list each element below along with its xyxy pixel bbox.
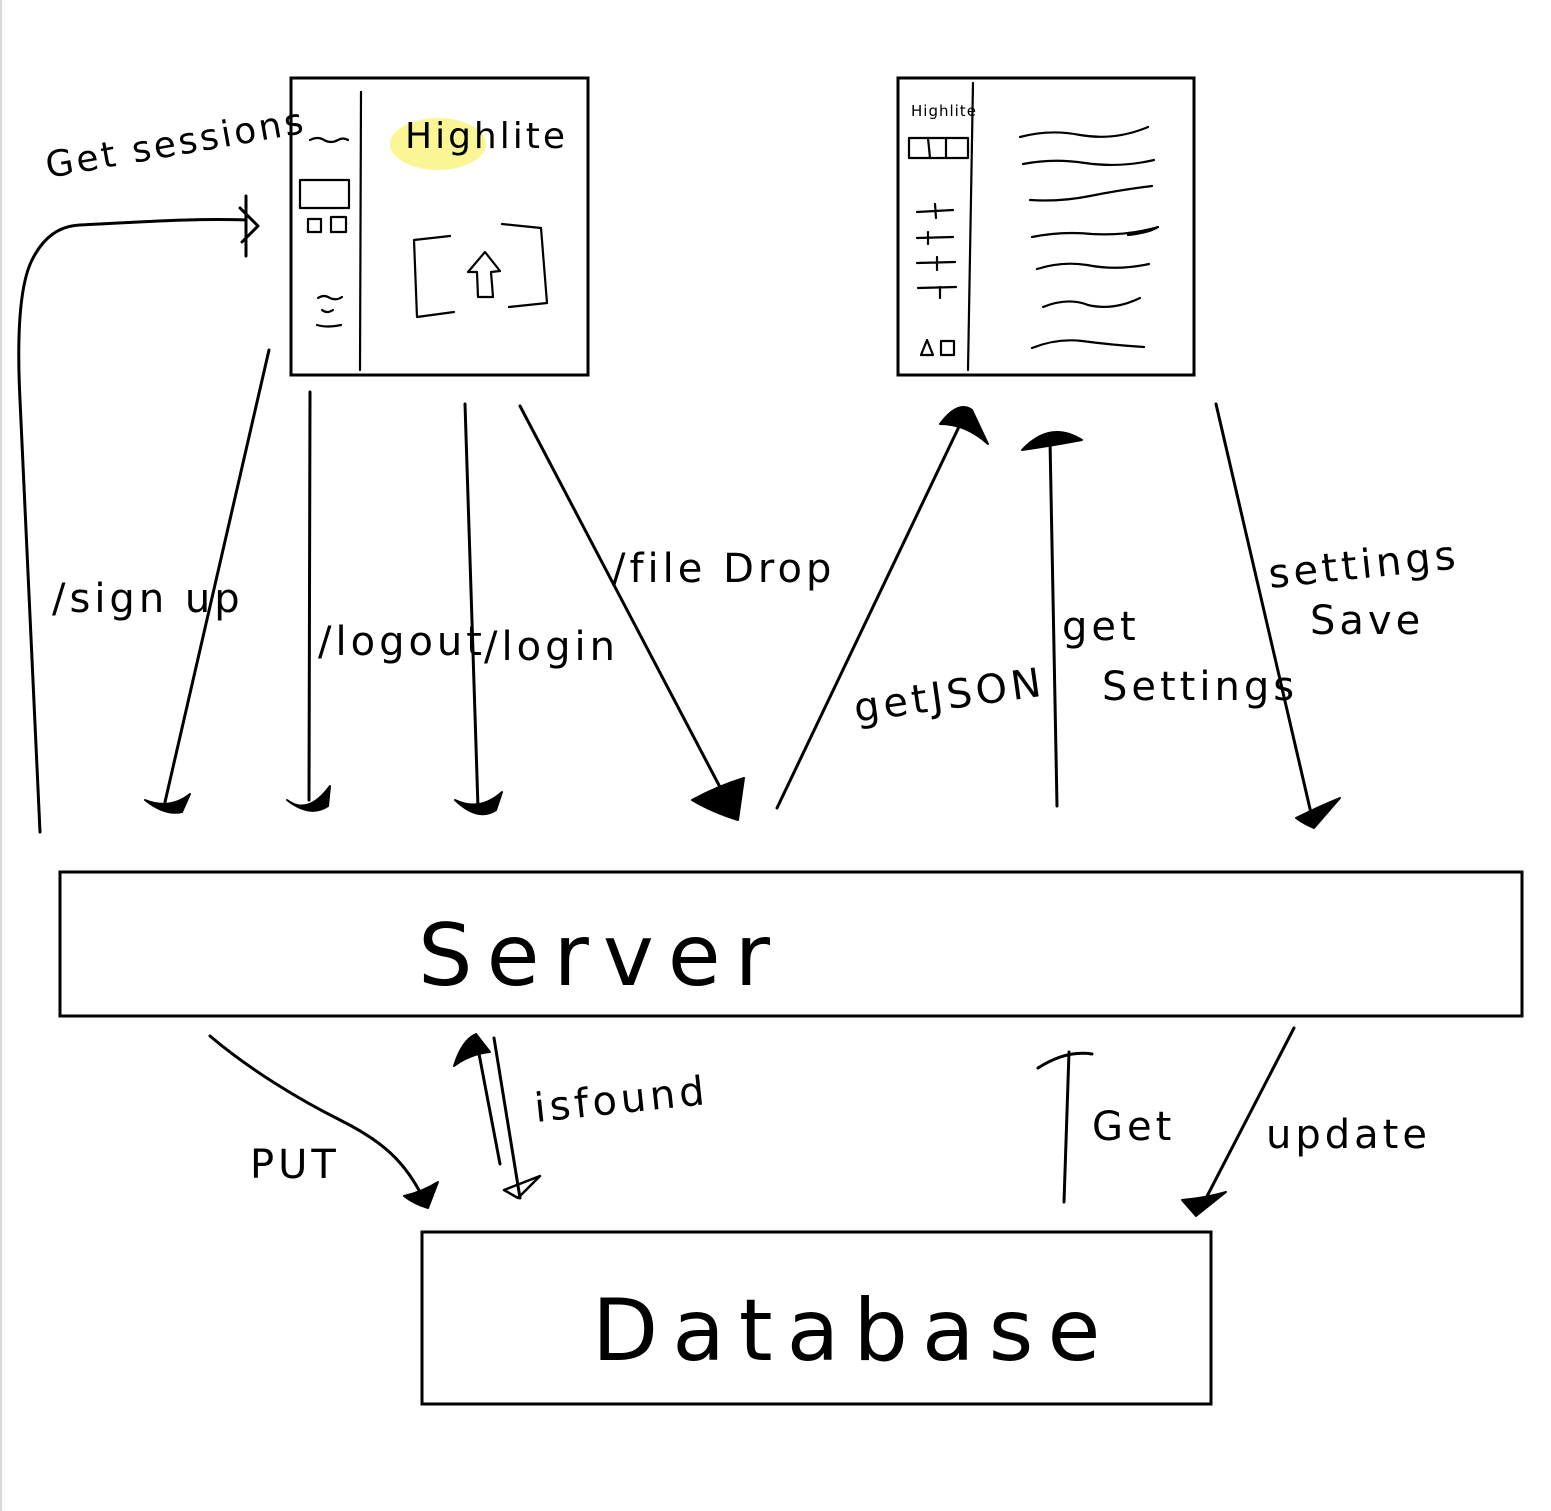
sidebar-small-square-icon <box>306 217 323 234</box>
edge-get-json: getJSON <box>775 406 1048 810</box>
get-json-line <box>775 410 968 810</box>
settings-save-label-line1: settings <box>1266 532 1461 598</box>
dashboard-small-triangle-icon <box>919 338 935 357</box>
get-sessions-arrowhead <box>238 194 260 258</box>
edge-settings-save: settings Save <box>1214 402 1462 829</box>
file-drop-label: /file Drop <box>612 546 835 592</box>
put-arrowhead <box>403 1181 439 1209</box>
get-arrowhead <box>1036 1051 1094 1070</box>
sign-up-line <box>163 348 271 804</box>
get-settings-arrowhead <box>1021 431 1083 451</box>
settings-save-label-line2: Save <box>1310 598 1424 644</box>
get-settings-line <box>1048 438 1059 808</box>
dashboard-tab-strip-icon <box>907 136 970 160</box>
login-line <box>463 402 480 810</box>
sidebar-box-icon <box>298 178 351 210</box>
content-line-scribble <box>1035 262 1151 271</box>
get-json-arrowhead <box>939 406 989 445</box>
drop-zone-bracket-right <box>500 222 549 309</box>
get-sessions-label: Get sessions <box>42 101 309 187</box>
slider-icon <box>915 255 957 272</box>
sidebar-scribble <box>308 136 350 144</box>
dashboard-screen-title: Highlite <box>911 102 977 120</box>
get-settings-label-line2: Settings <box>1102 664 1298 710</box>
dashboard-screen-frame <box>896 76 1196 377</box>
sidebar-scribble <box>316 294 344 301</box>
sign-up-arrowhead <box>144 793 191 814</box>
slider-icon <box>916 285 958 300</box>
server-node: Server <box>58 870 1524 1018</box>
is-found-request-arrowhead <box>453 1033 491 1067</box>
edge-put: PUT <box>208 1034 439 1209</box>
edge-get-settings: get Settings <box>1021 431 1298 808</box>
dashboard-small-square-icon <box>939 339 956 357</box>
get-label: Get <box>1092 1104 1175 1150</box>
content-line-scribble <box>1041 296 1142 309</box>
title-highlight-mark <box>390 118 486 170</box>
edge-sign-up: /sign up <box>52 348 271 814</box>
dashboard-tab-dividers <box>926 136 948 160</box>
content-line-scribble <box>1021 158 1156 166</box>
server-box <box>58 870 1524 1018</box>
content-line-scribble <box>1030 225 1160 239</box>
dashboard-sidebar-divider <box>966 81 975 372</box>
server-label: Server <box>418 906 784 1006</box>
login-label: /login <box>484 624 619 670</box>
sidebar-scribble <box>315 308 343 328</box>
database-label: Database <box>592 1281 1114 1381</box>
database-node: Database <box>420 1230 1213 1406</box>
drop-zone-bracket-left <box>412 234 456 319</box>
settings-save-line <box>1214 402 1316 828</box>
edge-logout: /logout <box>286 390 486 812</box>
edge-update: update <box>1181 1026 1431 1217</box>
login-arrowhead <box>454 791 503 816</box>
update-label: update <box>1266 1112 1431 1158</box>
get-line <box>1062 1050 1071 1204</box>
slider-icon <box>915 202 955 220</box>
login-screen-mockup: Highlite <box>289 76 590 377</box>
login-screen-frame <box>289 76 590 377</box>
content-line-scribble <box>1018 125 1150 139</box>
sign-up-label: /sign up <box>52 576 244 622</box>
login-screen-sidebar-divider <box>358 90 363 372</box>
update-line <box>1200 1026 1296 1208</box>
page-edge-line <box>0 0 2 1511</box>
settings-save-arrowhead <box>1295 797 1341 829</box>
get-sessions-line <box>17 217 248 834</box>
database-box <box>420 1230 1213 1406</box>
is-found-response-line <box>492 1036 522 1200</box>
logout-label: /logout <box>318 619 486 665</box>
upload-arrow-icon <box>466 250 502 299</box>
put-label: PUT <box>250 1142 340 1188</box>
logout-arrowhead <box>286 785 331 812</box>
edge-is-found: isfound <box>453 1033 711 1200</box>
edge-file-drop: /file Drop <box>518 404 835 821</box>
edge-login: /login <box>454 402 619 816</box>
logout-line <box>307 390 312 802</box>
is-found-label: isfound <box>532 1068 710 1132</box>
is-found-response-arrowhead <box>502 1174 542 1200</box>
file-drop-arrowhead <box>691 777 745 821</box>
login-screen-title: Highlite <box>405 116 568 157</box>
edge-get-sessions: Get sessions <box>17 101 309 834</box>
slider-icon <box>915 230 955 246</box>
get-json-label: getJSON <box>851 660 1048 732</box>
put-line <box>208 1034 426 1202</box>
file-drop-line <box>518 404 734 812</box>
is-found-request-line <box>474 1036 502 1166</box>
edge-get: Get <box>1036 1050 1175 1204</box>
content-line-scribble <box>1030 339 1146 350</box>
update-arrowhead <box>1181 1191 1227 1217</box>
dashboard-screen-mockup: Highlite <box>896 76 1196 377</box>
get-settings-label-line1: get <box>1062 604 1140 650</box>
content-line-scribble <box>1028 184 1154 202</box>
sidebar-small-square-icon <box>329 215 348 234</box>
